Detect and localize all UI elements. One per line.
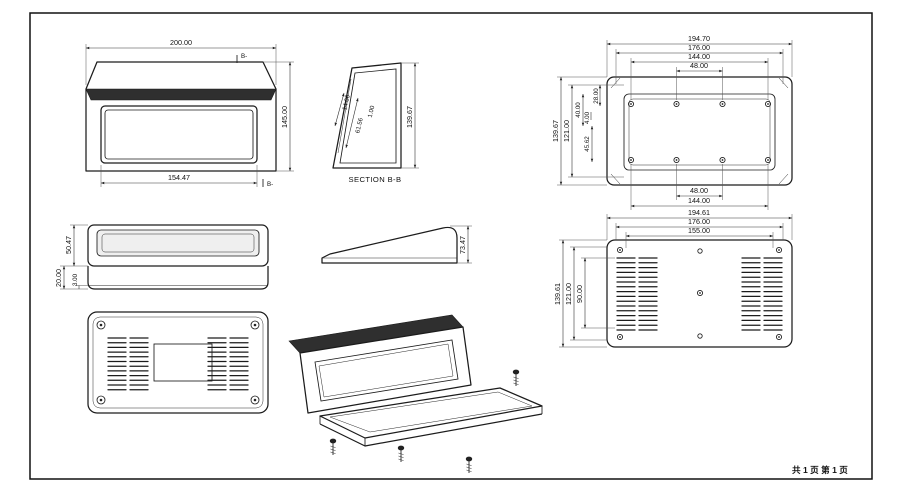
dim-top-1: 50.47: [64, 236, 73, 254]
exploded-cover-window: [314, 339, 459, 402]
dim-rear-top-0: 194.70: [688, 34, 710, 43]
view-side: 73.47: [321, 225, 472, 264]
dim-section-2: 61.56: [354, 117, 364, 134]
front-display-window-inner: [104, 109, 254, 160]
dim-rear-left-2: 40.00: [575, 102, 582, 118]
view-rear: 194.70 176.00 144.00 48.00 48.00 144.00 …: [551, 34, 793, 210]
bottom-outline: [606, 239, 793, 348]
section-slope-line: [337, 78, 352, 154]
dim-side-height: 73.47: [458, 236, 467, 254]
section-marker-bottom: B-: [267, 181, 273, 188]
rear-inner-opening: [623, 93, 776, 171]
screw-icon: [512, 369, 520, 386]
dim-top-3: 3.00: [72, 273, 79, 286]
view-bottom: 194.61 176.00 155.00 139.61 121.00 90.00: [553, 208, 793, 348]
dim-bottom-left-0: 139.61: [553, 283, 562, 305]
plate-corner-screws: [96, 320, 260, 405]
dim-bottom-top-1: 176.00: [688, 217, 710, 226]
dim-rear-bottom-1: 144.00: [688, 196, 710, 205]
plate-outline: [87, 311, 269, 414]
plate-center-cutout: [153, 343, 213, 382]
drawing-border: [29, 12, 873, 480]
view-front: 200.00 145.00 154.47 B- B-: [85, 38, 294, 188]
rear-extension-lines-bottom: [630, 164, 769, 210]
view-top: 50.47 20.00 3.00: [54, 224, 269, 290]
rear-corner-chamfers: [610, 77, 789, 185]
top-outline: [87, 224, 269, 267]
top-recess-inner: [101, 233, 255, 253]
dim-bottom-top-0: 194.61: [688, 208, 710, 217]
page-footer: 共 1 页 第 1 页: [792, 464, 848, 475]
view-bottom-plate: [87, 311, 269, 414]
dim-rear-left-4: 28.00: [593, 88, 600, 104]
section-inner-wall: [339, 68, 397, 164]
front-extension-lines: [85, 44, 294, 187]
dim-section-height: 139.67: [405, 106, 414, 128]
section-dim-line-2: [345, 97, 359, 149]
exploded-cover-window-inner: [318, 343, 454, 398]
exploded-base-depth-lines: [319, 406, 543, 446]
dim-bottom-top-2: 155.00: [688, 226, 710, 235]
rear-inner-opening-2: [628, 98, 771, 166]
dim-bottom-left-1: 121.00: [564, 283, 573, 305]
top-recess: [96, 229, 260, 257]
screw-icon: [397, 445, 405, 462]
bottom-holes: [616, 246, 783, 341]
dim-top-2: 20.00: [54, 269, 63, 287]
section-dim-line-1: [334, 92, 345, 127]
bottom-vent-slots-left: [616, 257, 658, 331]
dim-rear-top-1: 176.00: [688, 43, 710, 52]
dim-rear-left-0: 139.67: [551, 120, 560, 142]
side-outline: [321, 226, 458, 264]
dim-rear-left-5: 45.62: [584, 136, 591, 152]
plate-vent-slots-left: [107, 337, 149, 391]
view-exploded: [288, 314, 543, 473]
screw-icon: [329, 438, 337, 455]
dim-rear-top-2: 144.00: [688, 52, 710, 61]
front-top-bezel: [85, 88, 277, 101]
dim-front-width: 200.00: [170, 38, 192, 47]
section-marker-top: B-: [241, 53, 247, 60]
front-outline: [85, 61, 277, 172]
bottom-extension-lines-left: [559, 239, 615, 348]
dim-front-inner-width: 154.47: [168, 173, 190, 182]
dim-rear-top-3: 48.00: [690, 61, 708, 70]
dim-section-3: 1.00: [367, 104, 377, 118]
dim-bottom-left-2: 90.00: [575, 285, 584, 303]
screw-icon: [465, 456, 473, 473]
rear-outline: [606, 76, 793, 186]
rear-extension-lines-top: [606, 40, 793, 100]
view-section-bb: 14.66 61.56 1.00 139.67 SECTION B-B: [332, 62, 419, 184]
rear-extension-lines-left: [557, 76, 624, 186]
dim-front-height: 145.00: [280, 106, 289, 128]
dim-section-1: 14.66: [341, 94, 351, 111]
top-body: [87, 266, 269, 290]
bottom-extension-lines-top: [606, 214, 793, 248]
front-display-window: [100, 105, 258, 164]
section-title: SECTION B-B: [349, 175, 402, 184]
dim-rear-bottom-0: 48.00: [690, 186, 708, 195]
dim-rear-left-1: 121.00: [562, 120, 571, 142]
exploded-base-inner-rim: [329, 391, 533, 433]
exploded-cover-front: [299, 326, 472, 414]
rear-screw-bosses: [627, 100, 772, 164]
plate-vent-slots-right: [207, 337, 249, 391]
dim-rear-left-3: 4.00: [584, 111, 591, 124]
bottom-vent-slots-right: [741, 257, 783, 331]
exploded-base-bottom-edge: [319, 413, 543, 447]
plate-inner-line: [92, 316, 264, 409]
